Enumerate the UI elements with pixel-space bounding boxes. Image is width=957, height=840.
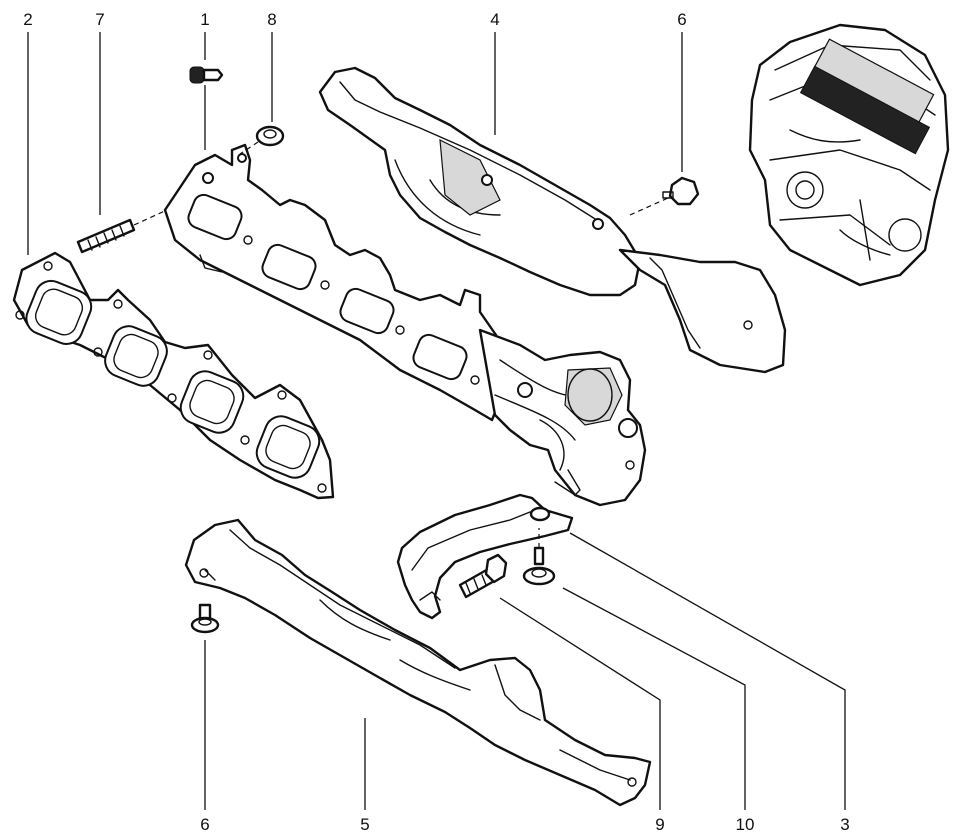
callout-7: 7 bbox=[95, 10, 104, 29]
callout-5: 5 bbox=[360, 815, 369, 834]
callout-2: 2 bbox=[23, 10, 32, 29]
upper-heat-shield bbox=[318, 66, 787, 374]
callout-1: 1 bbox=[200, 10, 209, 29]
callout-labels: 2 7 1 8 4 6 6 5 9 10 3 bbox=[23, 10, 849, 834]
bolt-bottom bbox=[190, 603, 220, 634]
callout-6-bottom: 6 bbox=[200, 815, 209, 834]
callout-4: 4 bbox=[490, 10, 499, 29]
exhaust-gasket bbox=[12, 251, 335, 500]
nut-10 bbox=[522, 528, 556, 586]
callout-10: 10 bbox=[736, 815, 755, 834]
lower-heat-shield bbox=[184, 518, 652, 807]
bolt-top bbox=[662, 176, 700, 206]
callout-6-top: 6 bbox=[677, 10, 686, 29]
callout-3: 3 bbox=[840, 815, 849, 834]
nut bbox=[239, 125, 285, 155]
stud bbox=[76, 194, 201, 254]
callout-8: 8 bbox=[267, 10, 276, 29]
leader-lines bbox=[27, 32, 846, 810]
bracket bbox=[396, 493, 574, 620]
bolt-9 bbox=[458, 553, 508, 599]
clip bbox=[189, 66, 224, 150]
engine-thumbnail bbox=[748, 23, 950, 287]
callout-9: 9 bbox=[655, 815, 664, 834]
exhaust-manifold bbox=[163, 143, 647, 507]
